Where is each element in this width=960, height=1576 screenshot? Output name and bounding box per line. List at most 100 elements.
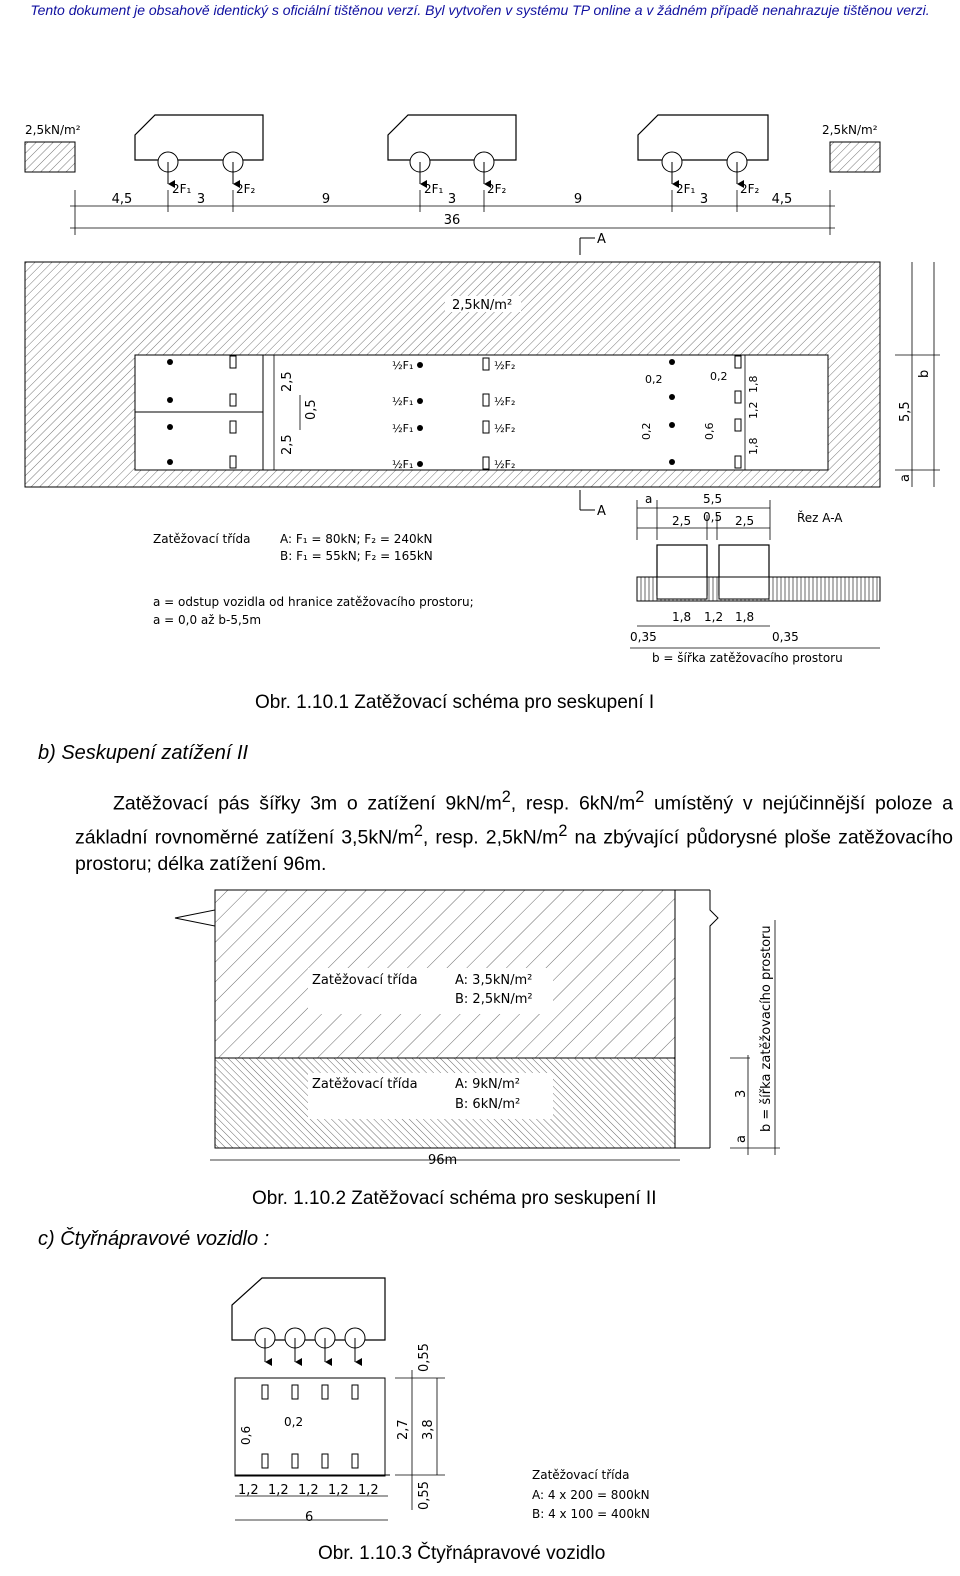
svg-text:6: 6	[305, 1510, 313, 1525]
fig2-class-labels: Zatěžovací třída A: 3,5kN/m² B: 2,5kN/m²…	[312, 973, 533, 1112]
section-c-heading: c) Čtyřnápravové vozidlo :	[38, 1228, 270, 1250]
svg-text:B: 4 x 100 = 400kN: B: 4 x 100 = 400kN	[532, 1507, 650, 1521]
svg-text:2F₂: 2F₂	[487, 182, 507, 196]
svg-text:a = odstup vozidla od hranice: a = odstup vozidla od hranice zatěžovací…	[153, 595, 474, 609]
side-load-right	[829, 141, 881, 173]
svg-text:3: 3	[197, 192, 205, 207]
svg-text:1,2: 1,2	[238, 1483, 259, 1498]
svg-text:1,8: 1,8	[735, 610, 754, 624]
svg-text:Řez A-A: Řez A-A	[797, 510, 843, 525]
svg-text:½F₂: ½F₂	[494, 359, 515, 372]
svg-text:Zatěžovací třída: Zatěžovací třída	[532, 1468, 629, 1482]
dimension-lines	[70, 190, 835, 235]
svg-text:1,8: 1,8	[747, 438, 760, 456]
svg-text:B: 6kN/m²: B: 6kN/m²	[455, 1097, 520, 1112]
svg-text:2,5: 2,5	[672, 514, 691, 528]
svg-text:0,5: 0,5	[304, 399, 319, 420]
dim-0-2: 0,2	[284, 1415, 303, 1429]
svg-text:½F₂: ½F₂	[494, 458, 515, 471]
svg-text:3: 3	[700, 192, 708, 207]
class-table-1: Zatěžovací třída A: F₁ = 80kN; F₂ = 240k…	[153, 532, 474, 627]
svg-text:a: a	[645, 492, 652, 506]
load-label-right: 2,5kN/m²	[822, 123, 878, 137]
section-a-a: Řez A-A a 5,5 2,5 0,5 2,5 1,8 1,2 1,8 0,…	[630, 492, 881, 665]
figure-1-caption: Obr. 1.10.1 Zatěžovací schéma pro seskup…	[255, 692, 655, 713]
svg-text:A: 3,5kN/m²: A: 3,5kN/m²	[455, 973, 532, 988]
vehicle-wheels	[254, 1327, 366, 1366]
svg-text:9: 9	[322, 192, 330, 207]
svg-text:9: 9	[574, 192, 582, 207]
svg-text:3: 3	[734, 1090, 749, 1098]
vertical-dims: 0,55 2,7 3,8 0,55	[395, 1343, 445, 1510]
svg-text:b = šířka zatěžovacího prostor: b = šířka zatěžovacího prostoru	[759, 925, 774, 1132]
svg-text:1,2: 1,2	[704, 610, 723, 624]
plan-vertical-dims: 2,5 0,5 2,5	[273, 355, 319, 470]
svg-text:½F₁: ½F₁	[392, 395, 413, 408]
svg-text:2,7: 2,7	[396, 1419, 411, 1440]
svg-text:½F₂: ½F₂	[494, 395, 515, 408]
svg-text:0,2: 0,2	[645, 373, 663, 386]
axle-spacing-dims: 1,2 1,2 1,2 1,2 1,2 6	[238, 1483, 379, 1525]
svg-text:2F₁: 2F₁	[172, 182, 192, 196]
figure-2-caption: Obr. 1.10.2 Zatěžovací schéma pro seskup…	[252, 1188, 657, 1209]
svg-text:2F₁: 2F₁	[676, 182, 696, 196]
section-b-heading: b) Seskupení zatížení II	[38, 742, 249, 764]
wheel-footprint	[234, 1377, 386, 1477]
section-mark-bottom: A	[597, 504, 606, 519]
svg-text:0,6: 0,6	[703, 423, 716, 441]
svg-text:B: 2,5kN/m²: B: 2,5kN/m²	[455, 992, 533, 1007]
svg-text:Zatěžovací třída: Zatěžovací třída	[312, 973, 418, 988]
svg-text:a = 0,0 až b-5,5m: a = 0,0 až b-5,5m	[153, 613, 261, 627]
header-disclaimer: Tento dokument je obsahově identický s o…	[30, 2, 930, 18]
svg-text:3: 3	[448, 192, 456, 207]
svg-text:5,5: 5,5	[898, 401, 913, 422]
side-load-left	[24, 141, 76, 173]
fig2-length: 96m	[428, 1153, 457, 1168]
svg-text:A: 4 x 200 = 800kN: A: 4 x 200 = 800kN	[532, 1488, 650, 1502]
svg-text:2,5: 2,5	[735, 514, 754, 528]
figure-3-caption: Obr. 1.10.3 Čtyřnápravové vozidlo	[318, 1543, 606, 1564]
svg-text:0,2: 0,2	[710, 370, 728, 383]
plan-outer-dims: b 5,5 a	[895, 262, 940, 487]
figure-2-load-scheme: Zatěžovací třída A: 3,5kN/m² B: 2,5kN/m²…	[174, 889, 780, 1168]
svg-text:B: F₁ = 55kN; F₂ = 165kN: B: F₁ = 55kN; F₂ = 165kN	[280, 549, 433, 563]
svg-text:0,55: 0,55	[417, 1481, 432, 1510]
svg-text:½F₁: ½F₁	[392, 422, 413, 435]
truck-3	[637, 114, 769, 188]
wheel-marks	[167, 355, 742, 470]
svg-text:2F₁: 2F₁	[424, 182, 444, 196]
svg-text:1,8: 1,8	[672, 610, 691, 624]
svg-text:a: a	[898, 474, 913, 482]
svg-text:½F₁: ½F₁	[392, 458, 413, 471]
svg-text:A: 9kN/m²: A: 9kN/m²	[455, 1077, 520, 1092]
svg-text:4,5: 4,5	[772, 192, 793, 207]
svg-text:2F₂: 2F₂	[236, 182, 256, 196]
dimension-values: 4,5 3 9 3 9 3 4,5 36	[112, 192, 793, 228]
svg-text:A: F₁ = 80kN; F₂ = 240kN: A: F₁ = 80kN; F₂ = 240kN	[280, 532, 433, 546]
svg-text:0,35: 0,35	[630, 630, 657, 644]
truck-2	[387, 114, 517, 188]
svg-text:b: b	[917, 370, 932, 378]
load-label-left: 2,5kN/m²	[25, 123, 81, 137]
svg-text:2,5: 2,5	[280, 434, 295, 455]
svg-text:1,2: 1,2	[747, 402, 760, 420]
figure-3-four-axle-vehicle: 0,2 0,6 1,2 1,2 1,2 1,2 1,2 6 0,55 2,7 3…	[231, 1277, 650, 1525]
svg-text:5,5: 5,5	[703, 492, 722, 506]
svg-text:4,5: 4,5	[112, 192, 133, 207]
truck-1	[134, 114, 264, 188]
svg-text:a: a	[734, 1135, 749, 1143]
svg-text:1,2: 1,2	[298, 1483, 319, 1498]
svg-text:1,2: 1,2	[268, 1483, 289, 1498]
svg-text:3,8: 3,8	[421, 1419, 436, 1440]
plan-right-dims: 0,2 0,2 1,8 1,2 1,8 0,2 0,6	[640, 355, 760, 470]
svg-text:b = šířka zatěžovacího prostor: b = šířka zatěžovacího prostoru	[652, 651, 843, 665]
svg-text:Zatěžovací třída: Zatěžovací třída	[153, 532, 250, 546]
section-b-paragraph: Zatěžovací pás šířky 3m o zatížení 9kN/m…	[75, 788, 953, 875]
section-mark-top: A	[597, 232, 606, 247]
svg-text:0,5: 0,5	[703, 510, 722, 524]
class-table-3: Zatěžovací třída A: 4 x 200 = 800kN B: 4…	[532, 1468, 650, 1521]
svg-text:½F₂: ½F₂	[494, 422, 515, 435]
svg-text:Zatěžovací třída: Zatěžovací třída	[312, 1077, 418, 1092]
